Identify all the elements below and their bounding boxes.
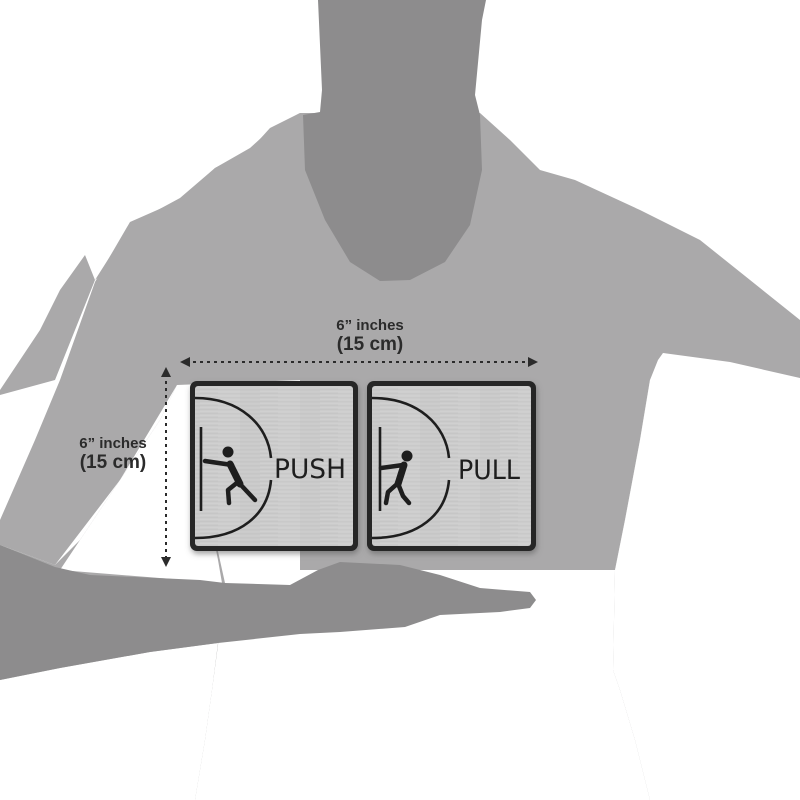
door-swing-arc-icon [371,396,451,459]
left-arm-gap [60,385,222,583]
forearm-and-hand [0,545,536,680]
push-pictogram: PUSH [194,396,346,540]
pull-pictogram: PULL [371,396,520,540]
height-inches: 6” inches [79,435,147,452]
height-cm: (15 cm) [79,452,147,473]
height-dimension-arrow [161,367,171,567]
width-dimension-label: 6” inches (15 cm) [290,318,450,354]
left-shoulder [0,113,300,565]
width-inches: 6” inches [336,317,404,334]
pull-sign [367,381,536,551]
push-sign [190,381,358,551]
person-pushing-icon [202,446,258,506]
left-lower-gap [0,643,218,800]
neck [303,0,486,281]
right-arm-gap [613,353,800,800]
person-pulling-icon [378,450,413,506]
height-dimension-label: 6” inches (15 cm) [58,436,168,472]
push-label: PUSH [274,454,346,485]
width-cm: (15 cm) [336,334,404,355]
pull-label: PULL [458,455,520,486]
width-dimension-arrow [180,357,538,367]
door-swing-arc-icon [194,396,273,459]
